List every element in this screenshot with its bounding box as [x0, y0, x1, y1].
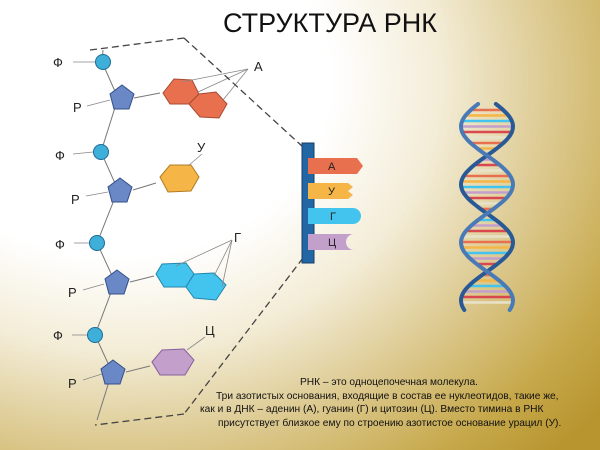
base-label-leaders	[175, 68, 249, 351]
phosphate-circle	[89, 235, 105, 251]
ribose-pentagon	[107, 177, 133, 203]
phosphate-circle	[93, 144, 109, 160]
base-label-g: Г	[234, 230, 241, 245]
caption: РНК – это одноцепочечная молекула. Три а…	[186, 376, 600, 430]
base-adenine	[162, 78, 228, 119]
helix-backbone	[458, 102, 516, 312]
caption-line: Три азотистых основания, входящие в сост…	[216, 390, 559, 402]
ribose-pentagon	[104, 269, 130, 295]
base-guanine	[155, 262, 227, 301]
caption-line: присутствует близкое ему по строению азо…	[218, 417, 562, 429]
base-label-a: А	[254, 59, 263, 74]
base-uracil	[159, 164, 200, 193]
page-title: СТРУКТУРА РНК	[223, 8, 437, 38]
schematic-flags	[308, 158, 363, 250]
ribose-pentagon	[109, 84, 135, 110]
phosphate-label: Ф	[53, 55, 63, 70]
phosphate-label: Ф	[53, 328, 63, 343]
zoom-dashes	[89, 37, 304, 426]
phosphate-circle	[95, 54, 111, 70]
backbone-line	[94, 49, 119, 421]
ribose-label: Р	[68, 285, 77, 300]
ribose-label: Р	[68, 376, 77, 391]
base-connectors	[125, 92, 161, 373]
ribose-label: Р	[73, 100, 82, 115]
phosphate-circle	[87, 327, 103, 343]
base-cytosine	[151, 348, 195, 376]
ribose-label: Р	[71, 192, 80, 207]
base-label-u: У	[197, 140, 206, 155]
ribose-pentagon	[100, 359, 126, 385]
flag-label-c: Ц	[328, 237, 336, 249]
base-label-c: Ц	[205, 323, 215, 338]
caption-line: как и в ДНК – аденин (А), гуанин (Г) и ц…	[200, 404, 544, 416]
phosphate-label: Ф	[55, 148, 65, 163]
flag-label-u: У	[328, 186, 336, 198]
flag-label-g: Г	[330, 211, 336, 223]
flag-label-a: А	[328, 161, 336, 173]
label-leaders	[72, 61, 111, 381]
rna-helix	[458, 102, 516, 312]
caption-line: РНК – это одноцепочечная молекула.	[300, 377, 478, 388]
phosphate-label: Ф	[55, 237, 65, 252]
helix-backbone	[458, 102, 516, 312]
